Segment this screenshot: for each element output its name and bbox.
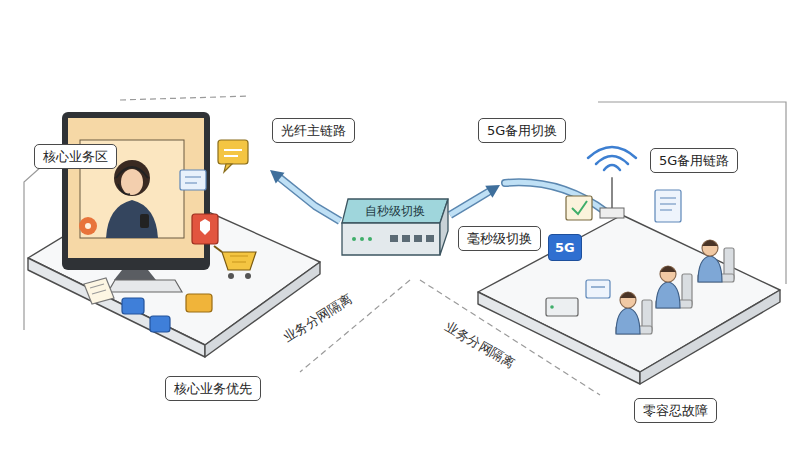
app-icons	[200, 219, 210, 235]
switch-port	[390, 235, 398, 242]
seated-people	[616, 308, 640, 334]
monitor	[114, 160, 150, 196]
seated-people	[698, 256, 722, 282]
app-icons	[224, 150, 242, 156]
seated-people	[620, 292, 636, 308]
monitor	[62, 112, 210, 270]
app-icons	[245, 273, 251, 279]
cable-casing	[278, 176, 340, 221]
link-label: 5G备用切换	[478, 118, 566, 143]
zone-heading: 核心业务区	[34, 144, 117, 169]
callout-label: 毫秒级切换	[458, 226, 541, 251]
callout-label: 核心业务优先	[165, 376, 261, 401]
switch-label: 自秒级切换	[365, 203, 425, 219]
monitor	[116, 167, 148, 178]
link-cable	[270, 170, 340, 221]
monitor	[114, 270, 156, 280]
app-icons	[84, 278, 114, 304]
right-platform	[478, 292, 640, 384]
monitor	[79, 217, 97, 235]
seated-people	[702, 240, 718, 246]
left-platform	[28, 258, 205, 357]
cable-core	[450, 190, 491, 215]
left-platform	[205, 262, 320, 357]
right-icons	[655, 190, 681, 222]
zone-heading: 5G备用链路	[650, 148, 738, 173]
seated-people	[620, 292, 636, 298]
backup-zone: 5G备用链路	[500, 140, 782, 390]
seated-people	[656, 282, 680, 308]
app-icons	[224, 164, 232, 172]
app-icons	[228, 273, 234, 279]
app-icons	[122, 298, 144, 314]
zone-outline	[120, 96, 250, 100]
monitor	[121, 169, 143, 195]
right-icons	[546, 298, 578, 316]
app-icons	[230, 256, 248, 262]
right-icons	[566, 196, 592, 220]
switch-port	[414, 235, 422, 242]
switch-led	[360, 237, 364, 241]
callout-label: 零容忍故障	[634, 398, 717, 423]
monitor	[62, 112, 210, 280]
switch-port	[426, 235, 434, 242]
monitor	[140, 214, 149, 228]
app-icons	[180, 170, 206, 190]
app-icons	[214, 246, 222, 252]
app-icons	[192, 214, 218, 244]
5g-antenna	[588, 147, 636, 158]
seated-people	[702, 240, 718, 256]
seated-people	[660, 266, 676, 282]
app-icons	[218, 140, 248, 164]
cable-core	[278, 176, 340, 221]
seated-people	[660, 266, 676, 272]
right-icons	[546, 190, 681, 316]
switch-box: 自秒级切换	[340, 195, 450, 259]
5g-antenna	[604, 165, 620, 170]
right-icons	[586, 280, 610, 298]
monitor	[85, 223, 91, 229]
app-icons	[108, 280, 182, 292]
zone-outline	[24, 96, 786, 395]
switch-port	[402, 235, 410, 242]
app-icons	[150, 316, 170, 332]
cable-casing	[450, 190, 491, 215]
zone-note: 业务分网隔离	[278, 289, 358, 348]
app-icons	[222, 252, 256, 270]
5g-antenna	[596, 156, 628, 164]
link-cable	[450, 185, 500, 215]
right-icons	[550, 305, 554, 309]
switch-led	[352, 237, 356, 241]
switch-side	[440, 199, 448, 255]
5g-antenna	[600, 208, 624, 218]
seated-people	[616, 240, 734, 334]
link-label: 光纤主链路	[272, 118, 355, 143]
5g-badge: 5G	[548, 234, 582, 261]
5g-antenna	[611, 178, 613, 210]
zone-outline	[24, 150, 60, 330]
app-icons	[186, 294, 212, 312]
arrow-head	[485, 185, 500, 198]
right-icons	[591, 286, 605, 287]
app-icons	[185, 177, 201, 183]
right-icons	[660, 198, 676, 210]
app-icons	[90, 284, 106, 294]
right-icons	[572, 201, 587, 214]
zone-note: 业务分网隔离	[439, 317, 520, 374]
monitor	[106, 200, 158, 238]
core-zone: 核心业务区	[20, 140, 270, 355]
switch-top	[342, 199, 448, 223]
arrow-head	[270, 170, 285, 184]
switch-front	[342, 223, 440, 255]
monitor	[118, 184, 130, 194]
switch-led	[368, 237, 372, 241]
